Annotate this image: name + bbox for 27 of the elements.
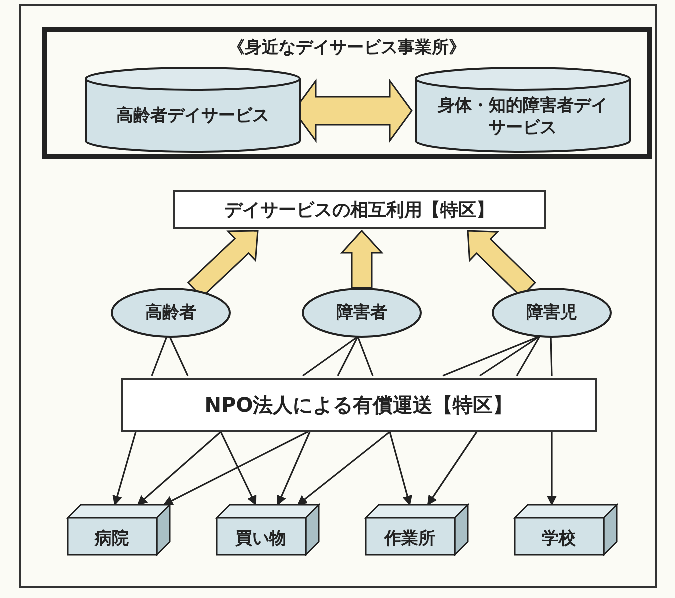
cylinder: 高齢者デイサービス bbox=[85, 67, 301, 153]
connector-line bbox=[550, 336, 553, 376]
connector-line bbox=[480, 336, 540, 377]
connector-line bbox=[337, 336, 359, 376]
ellipse-node: 障害者 bbox=[302, 288, 422, 338]
frame-box bbox=[42, 27, 652, 159]
connector-line bbox=[302, 336, 358, 377]
arrow bbox=[547, 432, 557, 506]
connector-line bbox=[151, 336, 168, 376]
arrow bbox=[389, 432, 412, 506]
cylinder: 身体・知的障害者デイサービス bbox=[415, 67, 631, 153]
arrow bbox=[112, 432, 137, 506]
ellipse-node: 障害児 bbox=[492, 288, 612, 338]
connector-line bbox=[516, 336, 541, 376]
connector-line bbox=[169, 336, 189, 376]
arrow bbox=[163, 431, 308, 506]
heading: 《身近なデイサービス事業所》 bbox=[227, 37, 467, 59]
arrow bbox=[297, 431, 390, 506]
arrow bbox=[220, 432, 257, 506]
process-box: デイサービスの相互利用【特区】 bbox=[173, 190, 546, 229]
connector-line bbox=[357, 336, 374, 376]
ellipse-node: 高齢者 bbox=[111, 288, 231, 338]
arrow bbox=[137, 431, 222, 506]
block-arrow bbox=[340, 230, 384, 289]
process-box: NPO法人による有償運送【特区】 bbox=[121, 378, 597, 432]
arrow bbox=[277, 432, 311, 506]
arrow bbox=[427, 432, 478, 506]
